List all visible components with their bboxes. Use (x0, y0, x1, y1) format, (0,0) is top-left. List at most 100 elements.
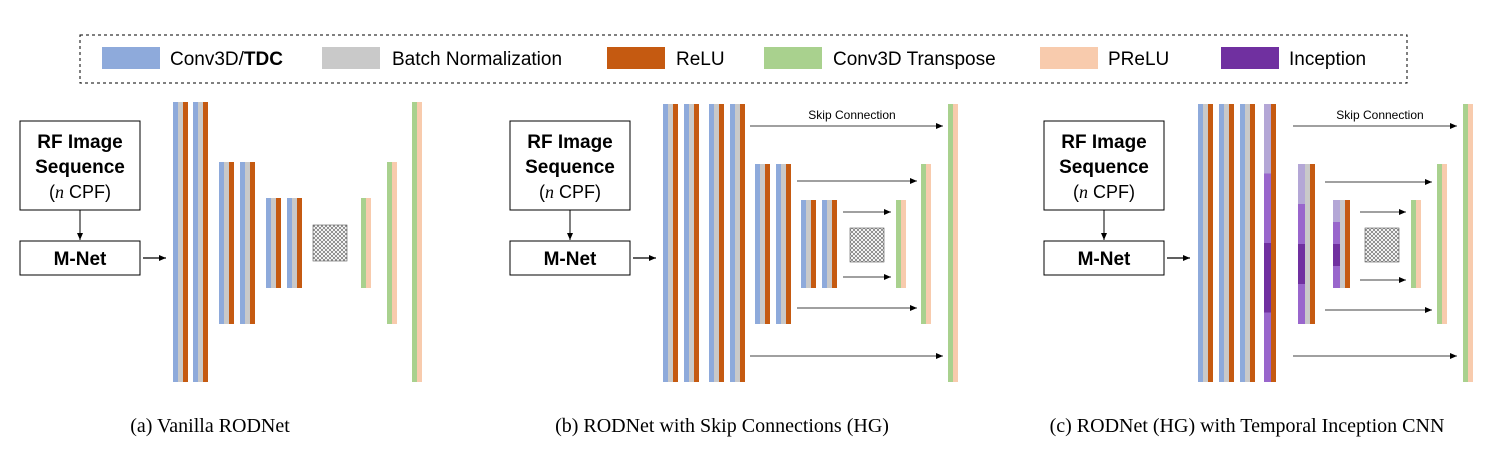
relu-layer (1310, 164, 1315, 324)
mnet-box-c (1043, 240, 1165, 276)
mnet-label-b: M-Net (544, 249, 597, 270)
batchnorm-layer (714, 104, 719, 382)
legend-swatch-relu (607, 47, 665, 69)
layers-b (663, 104, 958, 382)
relu-layer (694, 104, 699, 382)
conv3d-layer (663, 104, 668, 382)
relu-layer (1250, 104, 1255, 382)
inception-layer (1298, 164, 1305, 204)
batchnorm-layer (760, 164, 765, 324)
mnet-box-b (509, 240, 631, 276)
relu-layer (250, 162, 255, 324)
batchnorm-layer (271, 198, 276, 288)
conv3d-layer (266, 198, 271, 288)
inception-layer (1264, 104, 1271, 174)
prelu-layer (1468, 104, 1473, 382)
input-box-b (509, 120, 631, 211)
batchnorm-layer (1340, 200, 1345, 288)
conv3d-transpose-layer (387, 162, 392, 324)
mnet-box-a (19, 240, 141, 276)
input-box-c-line1: RF Image (1061, 132, 1147, 153)
batchnorm-layer (245, 162, 250, 324)
caption-b: (b) RODNet with Skip Connections (HG) (555, 415, 889, 437)
mnet-label-a: M-Net (54, 249, 107, 270)
mnet-label-c: M-Net (1078, 249, 1131, 270)
bottleneck-b (849, 227, 885, 263)
prelu-layer (901, 200, 906, 288)
input-box-a-line1: RF Image (37, 132, 123, 153)
conv3d-transpose-layer (1437, 164, 1442, 324)
relu-layer (1271, 104, 1276, 382)
batchnorm-layer (735, 104, 740, 382)
batchnorm-layer (198, 102, 203, 382)
caption-a: (a) Vanilla RODNet (130, 415, 290, 437)
legend-label-prelu: PReLU (1108, 49, 1169, 70)
inception-layer (1333, 244, 1340, 266)
input-box-c-line3: (n CPF) (1073, 182, 1135, 202)
conv3d-layer (219, 162, 224, 324)
inception-layer (1333, 266, 1340, 288)
input-box-c (1043, 120, 1165, 211)
batchnorm-layer (178, 102, 183, 382)
input-box-a-line2: Sequence (35, 157, 125, 178)
panel-b: RF Image Sequence (n CPF) M-Net Skip Con… (509, 104, 958, 437)
input-box-a (19, 120, 141, 211)
bottleneck-a (312, 224, 348, 262)
legend-label-inception: Inception (1289, 49, 1366, 70)
batchnorm-layer (1245, 104, 1250, 382)
conv3d-layer (1240, 104, 1245, 382)
batchnorm-layer (224, 162, 229, 324)
conv3d-layer (801, 200, 806, 288)
conv3d-transpose-layer (412, 102, 417, 382)
legend-label-convt: Conv3D Transpose (833, 49, 996, 70)
conv3d-layer (730, 104, 735, 382)
conv3d-layer (709, 104, 714, 382)
conv3d-layer (755, 164, 760, 324)
input-box-b-line1: RF Image (527, 132, 613, 153)
relu-layer (719, 104, 724, 382)
legend-label-conv3d: Conv3D/TDC (170, 49, 283, 70)
inception-layer (1298, 204, 1305, 244)
conv3d-transpose-layer (948, 104, 953, 382)
relu-layer (1208, 104, 1213, 382)
legend-swatch-conv3d (102, 47, 160, 69)
relu-layer (673, 104, 678, 382)
legend-label-bn: Batch Normalization (392, 49, 562, 70)
input-box-c-line2: Sequence (1059, 157, 1149, 178)
prelu-layer (366, 198, 371, 288)
relu-layer (229, 162, 234, 324)
conv3d-layer (173, 102, 178, 382)
legend-swatch-convt (764, 47, 822, 69)
panel-a: RF Image Sequence (n CPF) M-Net (a) Vani… (19, 102, 422, 437)
inception-layer (1333, 200, 1340, 222)
conv3d-layer (1219, 104, 1224, 382)
input-box-a-line3: (n CPF) (49, 182, 111, 202)
conv3d-layer (684, 104, 689, 382)
conv3d-transpose-layer (1463, 104, 1468, 382)
conv3d-layer (776, 164, 781, 324)
prelu-layer (953, 104, 958, 382)
inception-layer (1298, 284, 1305, 324)
relu-layer (183, 102, 188, 382)
conv3d-layer (822, 200, 827, 288)
prelu-layer (392, 162, 397, 324)
skip-arrows-c (1293, 123, 1457, 359)
inception-layer (1264, 243, 1271, 313)
batchnorm-layer (827, 200, 832, 288)
relu-layer (203, 102, 208, 382)
prelu-layer (1442, 164, 1447, 324)
legend-swatch-inception (1221, 47, 1279, 69)
conv3d-layer (1198, 104, 1203, 382)
legend-swatch-prelu (1040, 47, 1098, 69)
conv3d-transpose-layer (896, 200, 901, 288)
relu-layer (765, 164, 770, 324)
legend-swatch-bn (322, 47, 380, 69)
batchnorm-layer (781, 164, 786, 324)
relu-layer (276, 198, 281, 288)
caption-c: (c) RODNet (HG) with Temporal Inception … (1050, 415, 1445, 437)
conv3d-transpose-layer (361, 198, 366, 288)
prelu-layer (926, 164, 931, 324)
conv3d-layer (193, 102, 198, 382)
conv3d-transpose-layer (1411, 200, 1416, 288)
